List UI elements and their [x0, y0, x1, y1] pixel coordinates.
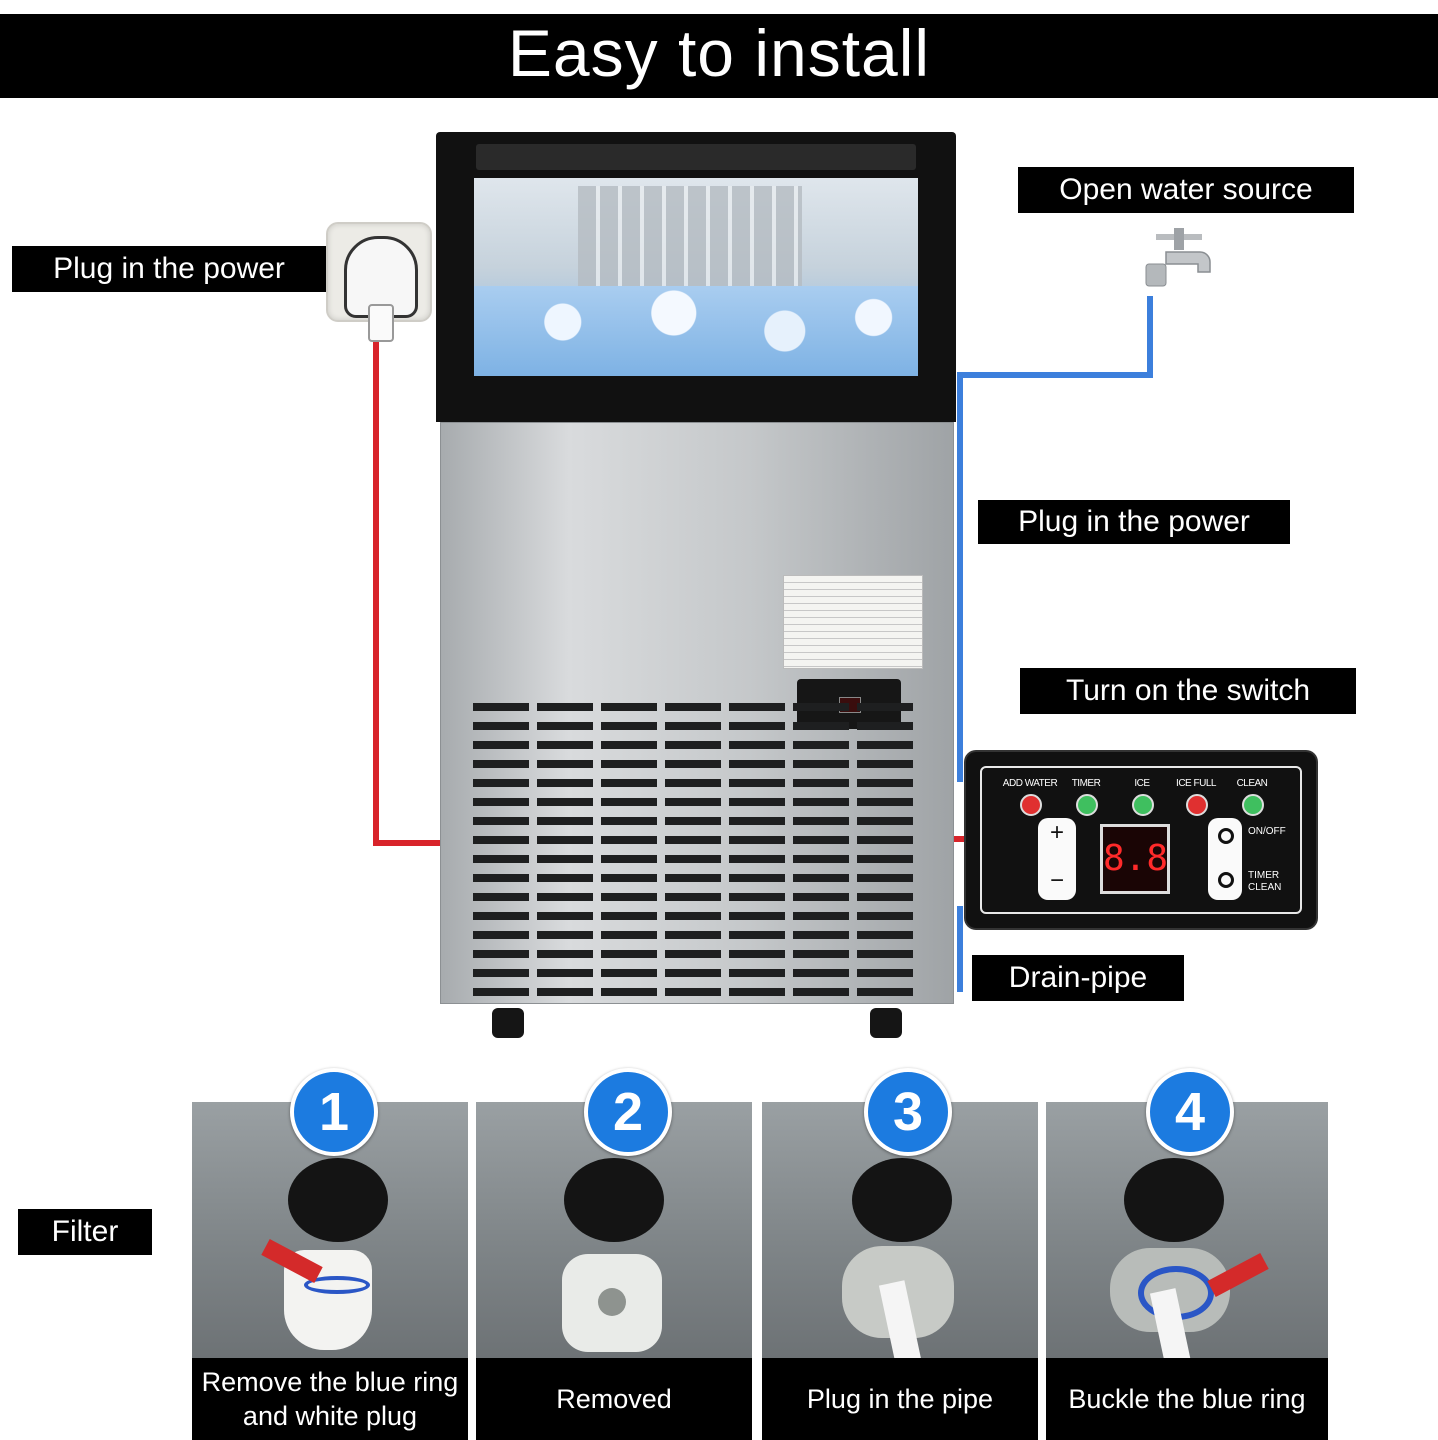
wall-socket — [326, 222, 432, 342]
ice-machine — [436, 132, 956, 1038]
timer-label: TIMER — [1248, 870, 1280, 881]
indicator-led-ice-full — [1186, 794, 1208, 816]
vent-grille — [473, 703, 913, 999]
wheel-right — [870, 1008, 902, 1038]
step-badge-3: 3 — [864, 1068, 952, 1156]
label-water-source: Open water source — [1018, 167, 1354, 213]
step-1: Remove the blue ring and white plug — [192, 1102, 468, 1440]
indicator-label-ice: ICE — [1134, 778, 1150, 789]
label-drain: Drain-pipe — [972, 955, 1184, 1001]
step-badge-4: 4 — [1146, 1068, 1234, 1156]
power-wire-horizontal — [373, 840, 443, 846]
ice-tray — [578, 186, 802, 286]
indicator-label-clean: CLEAN — [1236, 778, 1268, 789]
on-off-label: ON/OFF — [1248, 826, 1286, 837]
plus-minus-rocker[interactable]: + − — [1038, 818, 1076, 900]
step-2: Removed — [476, 1102, 752, 1440]
faucet-icon — [1145, 228, 1211, 287]
step-badge-2: 2 — [584, 1068, 672, 1156]
control-panel: ADD WATER TIMER ICE ICE FULL CLEAN + − 8… — [966, 752, 1316, 928]
minus-button[interactable]: − — [1049, 867, 1064, 894]
clean-label: CLEAN — [1248, 882, 1282, 893]
indicator-led-add-water — [1020, 794, 1042, 816]
label-plug-left: Plug in the power — [12, 246, 326, 292]
digital-display: 8.8 — [1100, 824, 1170, 894]
switch-wire — [950, 836, 970, 842]
drain-pipe — [957, 906, 963, 992]
label-filter: Filter — [18, 1209, 152, 1255]
step-2-caption: Removed — [476, 1358, 752, 1440]
step-4-caption: Buckle the blue ring — [1046, 1358, 1328, 1440]
page-title: Easy to install — [0, 14, 1438, 98]
water-pipe-vertical-top — [1147, 296, 1153, 378]
step-3-caption: Plug in the pipe — [762, 1358, 1038, 1440]
indicator-led-ice — [1132, 794, 1154, 816]
indicator-label-add-water: ADD WATER — [1002, 778, 1058, 789]
step-1-caption: Remove the blue ring and white plug — [192, 1358, 468, 1440]
step-2-photo — [476, 1102, 752, 1358]
indicator-led-clean — [1242, 794, 1264, 816]
power-rocker-switch[interactable] — [1208, 818, 1242, 900]
indicator-led-timer — [1076, 794, 1098, 816]
indicator-label-timer: TIMER — [1071, 778, 1101, 789]
label-plug-right: Plug in the power — [978, 500, 1290, 544]
indicator-label-ice-full: ICE FULL — [1176, 778, 1216, 789]
power-wire-vertical — [373, 338, 379, 846]
water-pipe-vertical — [957, 372, 963, 782]
water-pipe-horizontal — [957, 372, 1153, 378]
wheel-left — [492, 1008, 524, 1038]
step-4: Buckle the blue ring — [1046, 1102, 1328, 1440]
ice-cubes — [474, 286, 918, 376]
ice-bin-window — [436, 132, 956, 422]
step-badge-1: 1 — [290, 1068, 378, 1156]
warning-sticker — [783, 575, 923, 669]
label-switch: Turn on the switch — [1020, 668, 1356, 714]
plus-button[interactable]: + — [1049, 819, 1064, 846]
stainless-body — [440, 422, 954, 1004]
